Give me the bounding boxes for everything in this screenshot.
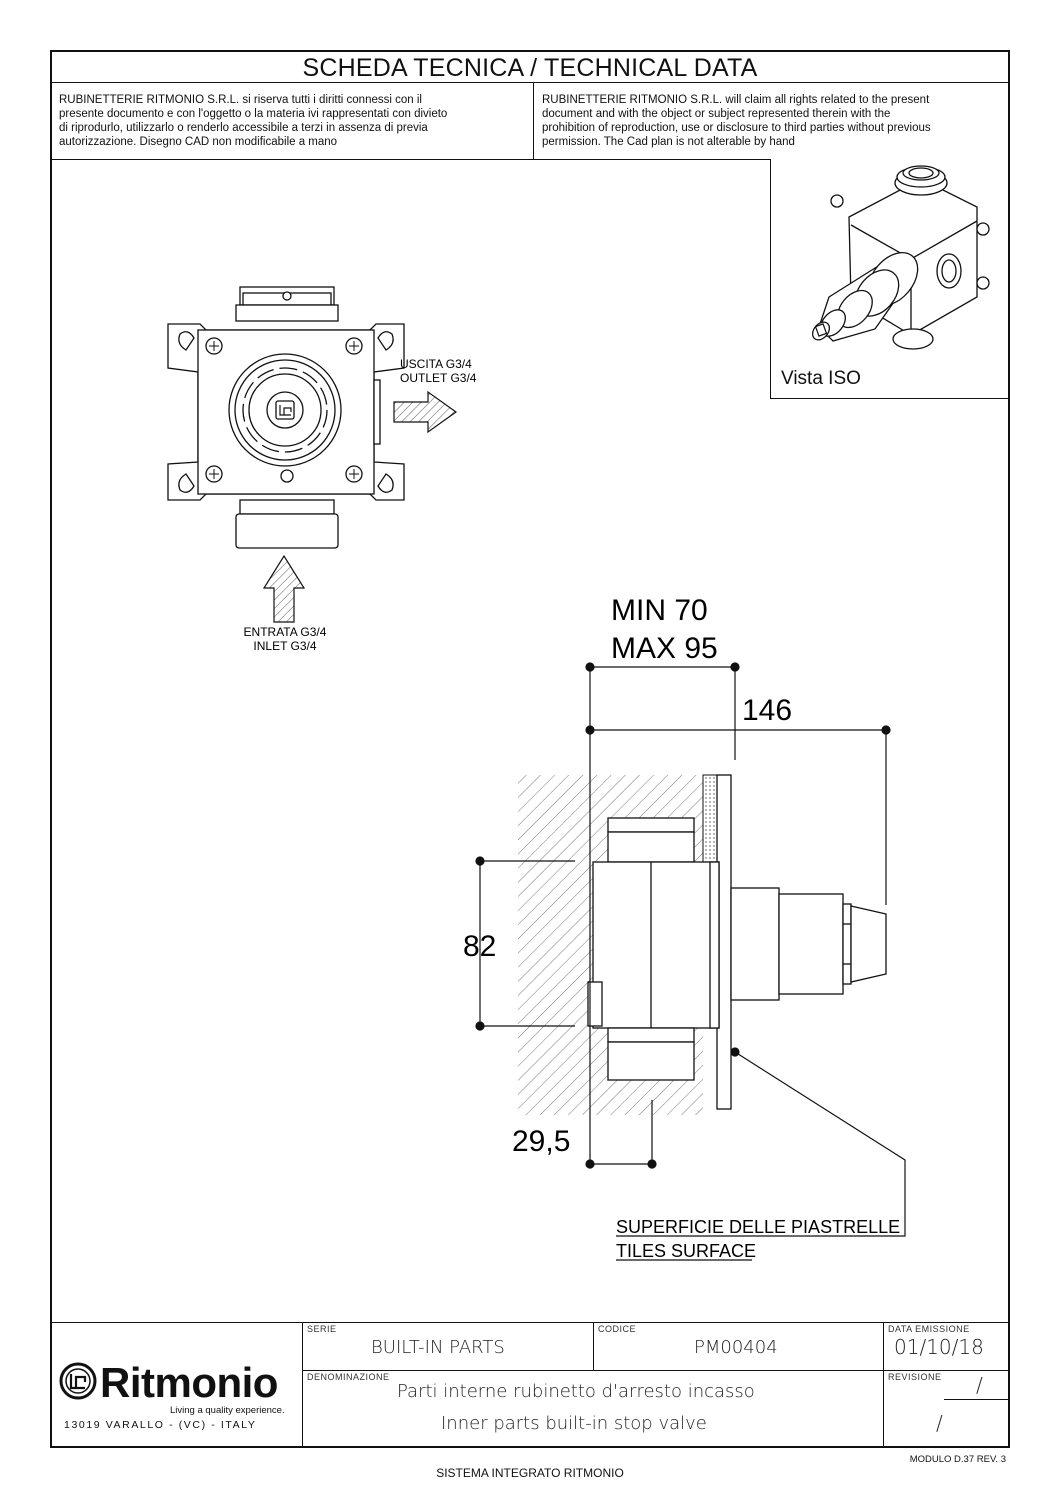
serie-label: SERIE	[307, 1324, 337, 1334]
revisione-cell: REVISIONE / /	[884, 1371, 1008, 1447]
notice-english-box: RUBINETTERIE RITMONIO S.R.L. will claim …	[534, 82, 1008, 159]
header-divider	[52, 159, 1008, 160]
logo-wordmark: Ritmonio	[100, 1359, 278, 1406]
offset-dimension: 29,5	[512, 1125, 570, 1158]
revisione-label: REVISIONE	[888, 1372, 942, 1382]
data-emissione-value: 01/10/18	[894, 1335, 984, 1359]
codice-cell: CODICE PM00404	[594, 1323, 884, 1371]
iso-view-label: Vista ISO	[781, 368, 861, 389]
revisione-value-top: /	[976, 1373, 983, 1397]
data-emissione-cell: DATA EMISSIONE 01/10/18	[884, 1323, 1008, 1371]
iso-view-drawing	[811, 165, 990, 350]
outlet-label-italian: USCITA G3/4	[400, 357, 472, 371]
iso-view-box: Vista ISO	[770, 159, 1008, 399]
title-block: Ritmonio Living a quality experience. 13…	[52, 1322, 1008, 1447]
sheet-title: SCHEDA TECNICA / TECHNICAL DATA	[52, 52, 1008, 83]
revisione-value-bottom: /	[936, 1411, 943, 1435]
height-dimension: 82	[463, 930, 496, 963]
company-address: 13019 VARALLO - (VC) - ITALY	[64, 1419, 257, 1431]
codice-label: CODICE	[598, 1324, 637, 1334]
technical-sheet: SCHEDA TECNICA / TECHNICAL DATA RUBINETT…	[50, 50, 1010, 1448]
ritmonio-logo-icon	[59, 1362, 97, 1400]
total-length-dimension: 146	[742, 694, 792, 727]
revisione-underline	[944, 1399, 1008, 1400]
outlet-arrow-icon	[393, 390, 458, 434]
inlet-arrow-icon	[262, 554, 306, 623]
footer-system: SISTEMA INTEGRATO RITMONIO	[436, 1466, 624, 1480]
serie-value: BUILT-IN PARTS	[371, 1337, 505, 1358]
footer-module: MODULO D.37 REV. 3	[909, 1454, 1006, 1465]
notice-italian-box: RUBINETTERIE RITMONIO S.R.L. si riserva …	[52, 82, 534, 159]
notice-italian: RUBINETTERIE RITMONIO S.R.L. si riserva …	[59, 94, 448, 148]
depth-max-label: MAX 95	[611, 632, 718, 665]
data-emissione-label: DATA EMISSIONE	[888, 1324, 970, 1334]
section-view	[475, 662, 906, 1261]
denominazione-label: DENOMINAZIONE	[307, 1372, 390, 1382]
logo-area: Ritmonio Living a quality experience. 13…	[52, 1323, 303, 1447]
tiles-surface-label-italian: SUPERFICIE DELLE PIASTRELLE	[616, 1217, 900, 1237]
depth-min-label: MIN 70	[611, 594, 708, 627]
front-view	[167, 286, 405, 549]
inlet-label-italian: ENTRATA G3/4	[244, 625, 327, 639]
denominazione-italian: Parti interne rubinetto d'arresto incass…	[397, 1381, 755, 1402]
codice-value: PM00404	[694, 1337, 778, 1358]
denominazione-english: Inner parts built-in stop valve	[441, 1413, 707, 1434]
logo-tagline: Living a quality experience.	[170, 1405, 285, 1416]
notice-english: RUBINETTERIE RITMONIO S.R.L. will claim …	[542, 94, 931, 148]
inlet-label-english: INLET G3/4	[253, 639, 316, 653]
denominazione-cell: DENOMINAZIONE Parti interne rubinetto d'…	[303, 1371, 884, 1447]
serie-cell: SERIE BUILT-IN PARTS	[303, 1323, 594, 1371]
outlet-label-english: OUTLET G3/4	[400, 371, 477, 385]
tiles-surface-label-english: TILES SURFACE	[616, 1241, 756, 1261]
